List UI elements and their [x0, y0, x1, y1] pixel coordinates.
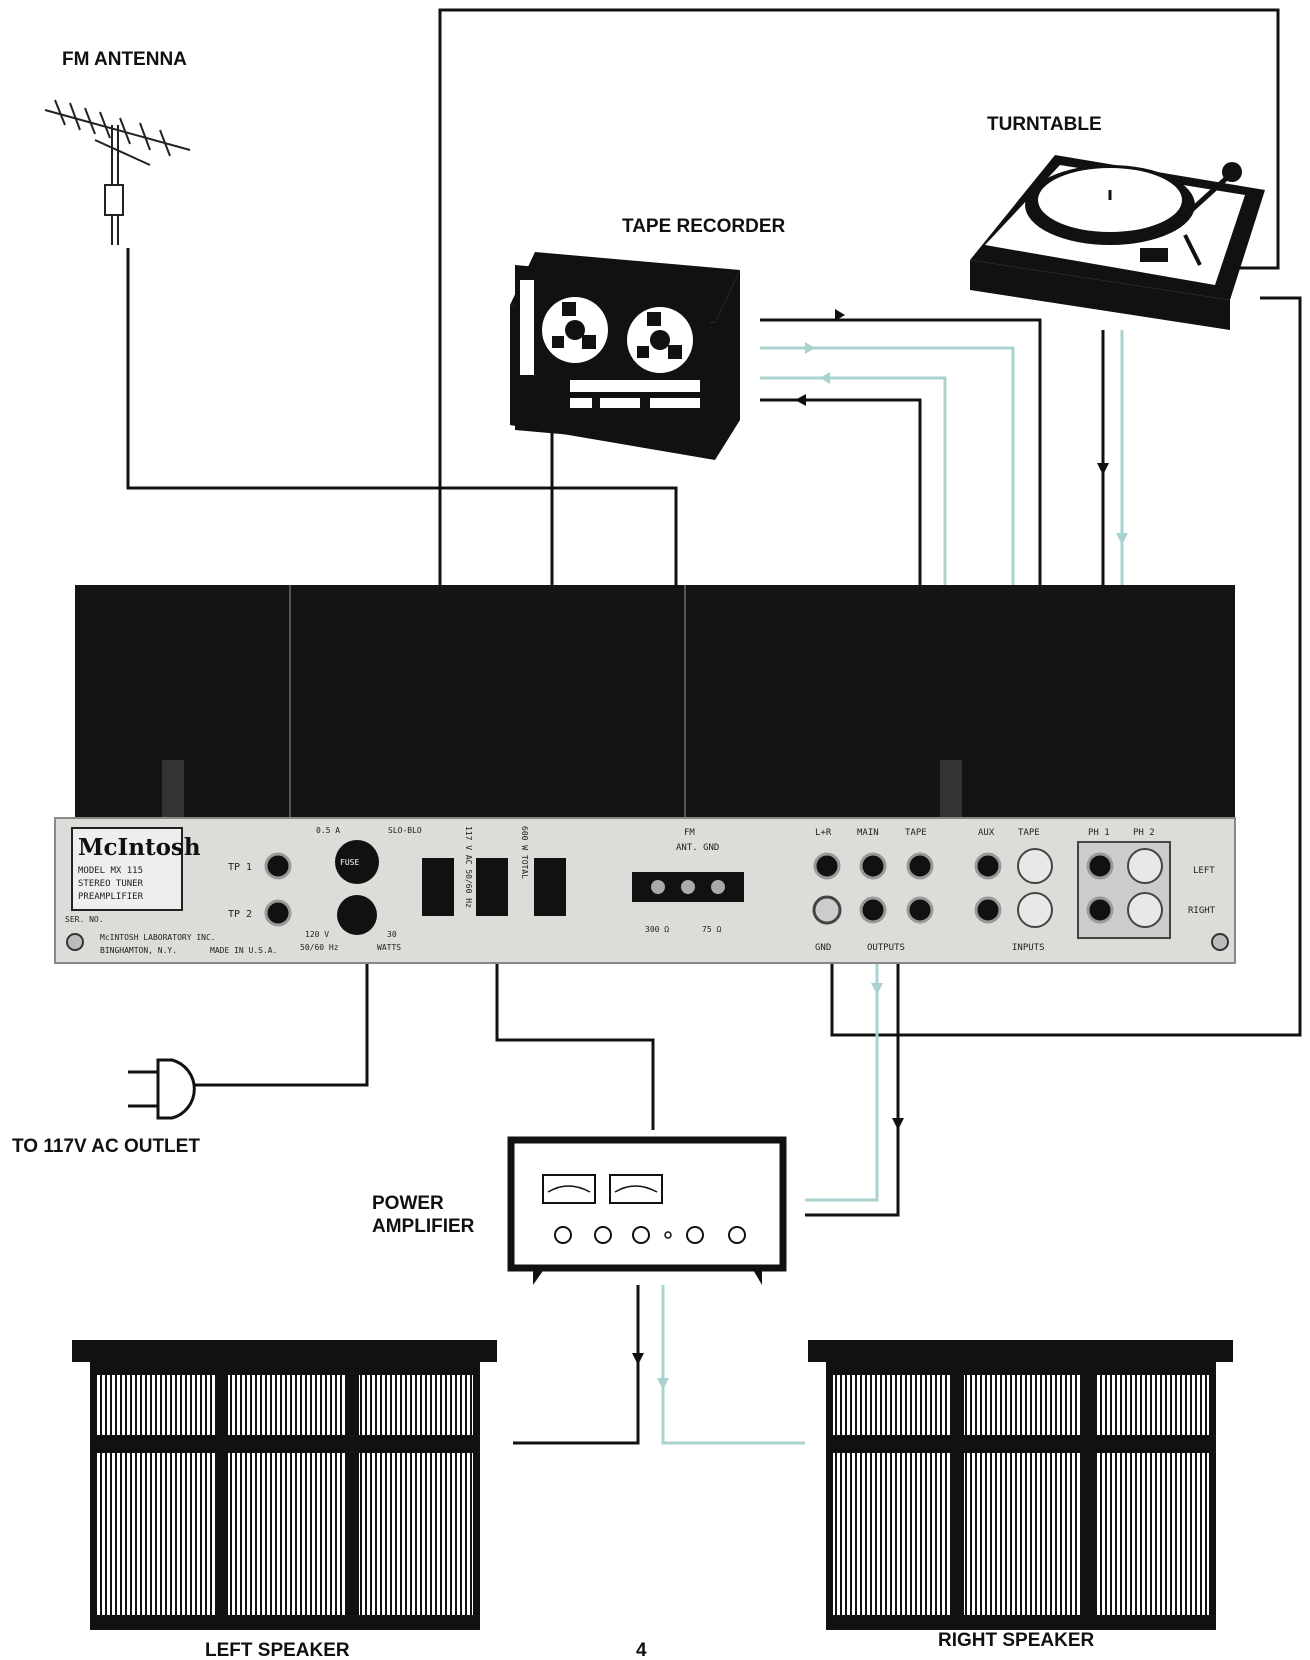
left-mount-screw-icon [66, 933, 84, 951]
tape-left-output-jack[interactable] [906, 852, 934, 880]
turntable: TURNTABLE [970, 114, 1265, 330]
gnd-terminal[interactable] [812, 895, 842, 925]
tape-reel-right-icon [627, 307, 693, 373]
power-watts-label: WATTS [377, 943, 401, 952]
power-amp-label-line1: POWER [372, 1193, 444, 1214]
tp1-jack[interactable] [264, 852, 292, 880]
lr-label: L+R [815, 828, 832, 838]
tape-in-label: TAPE [1018, 828, 1040, 838]
ac-total-label: 600 W TOTAL [520, 826, 529, 879]
power-amplifier: POWER AMPLIFIER [372, 1136, 787, 1285]
ac-plug: TO 117V AC OUTLET [12, 1058, 200, 1157]
gnd-label: GND [815, 943, 831, 953]
preamplifier-chassis [75, 585, 1235, 825]
amp-knob-icon [686, 1226, 704, 1244]
fm-terminal-label: FM [684, 828, 695, 838]
right-mount-screw-icon [1211, 933, 1229, 951]
model-line-3: PREAMPLIFIER [78, 892, 144, 902]
ph2-right-input-plug[interactable] [1127, 892, 1163, 928]
turntable-label: TURNTABLE [987, 114, 1102, 135]
ant-gnd-label: ANT. GND [676, 843, 719, 853]
vu-meter-left-icon [542, 1174, 596, 1204]
aux-right-input-jack[interactable] [974, 896, 1002, 924]
fuse-label: FUSE [340, 858, 359, 867]
tape-right-output-jack[interactable] [906, 896, 934, 924]
fm-antenna: FM ANTENNA [44, 49, 191, 245]
ohm-300-label: 300 Ω [645, 925, 669, 934]
terminal-screw-icon [711, 880, 725, 894]
ph1-label: PH 1 [1088, 828, 1110, 838]
tp2-jack[interactable] [264, 899, 292, 927]
maker-line-1: McINTOSH LABORATORY INC. [100, 933, 216, 942]
main-right-output-jack[interactable] [859, 896, 887, 924]
tape-recorder: TAPE RECORDER [510, 216, 786, 460]
ohm-75-label: 75 Ω [702, 925, 721, 934]
terminal-screw-icon [651, 880, 665, 894]
left-channel-label: LEFT [1193, 866, 1215, 876]
fuse-type-label: SLO-BLO [388, 826, 422, 835]
model-line-2: STEREO TUNER [78, 879, 144, 889]
fm-antenna-label: FM ANTENNA [62, 49, 187, 70]
tape-recorder-label: TAPE RECORDER [622, 216, 786, 237]
ac-outlet-3[interactable] [534, 858, 566, 916]
amp-knob-icon [554, 1226, 572, 1244]
amp-knob-icon [594, 1226, 612, 1244]
ac-outlet-label: TO 117V AC OUTLET [12, 1136, 200, 1157]
right-speaker-label: RIGHT SPEAKER [938, 1630, 1095, 1651]
vu-meter-right-icon [609, 1174, 663, 1204]
ac-outlet-2[interactable] [476, 858, 508, 916]
left-speaker: LEFT SPEAKER [72, 1340, 497, 1660]
fuse-rating-label: 0.5 A [316, 826, 340, 835]
amp-knob-icon [632, 1226, 650, 1244]
tape-right-input-plug[interactable] [1017, 892, 1053, 928]
page-number: 4 [636, 1640, 647, 1660]
made-in-label: MADE IN U.S.A. [210, 946, 277, 955]
ph2-left-input-plug[interactable] [1127, 848, 1163, 884]
tape-out-label: TAPE [905, 828, 927, 838]
amp-indicator-icon [664, 1231, 672, 1239]
outputs-label: OUTPUTS [867, 943, 905, 953]
rear-panel: McIntosh MODEL MX 115 STEREO TUNER PREAM… [54, 817, 1236, 964]
serial-number-label: SER. NO. [65, 915, 104, 924]
tape-left-input-plug[interactable] [1017, 848, 1053, 884]
ph1-right-input-jack[interactable] [1086, 896, 1114, 924]
arrow-icons-dark [632, 309, 1109, 1365]
left-speaker-label: LEFT SPEAKER [205, 1640, 350, 1660]
right-channel-label: RIGHT [1188, 906, 1216, 916]
arrow-icons-teal [657, 342, 1128, 1390]
aux-left-input-jack[interactable] [974, 852, 1002, 880]
power-watts-value: 30 [387, 930, 397, 939]
plug-icon [128, 1058, 196, 1120]
ph1-left-input-jack[interactable] [1086, 852, 1114, 880]
amp-knob-icon [728, 1226, 746, 1244]
power-freq-label: 50/60 Hz [300, 943, 339, 952]
power-amp-label-line2: AMPLIFIER [372, 1216, 475, 1237]
tape-reel-left-icon [542, 297, 608, 363]
main-label: MAIN [857, 828, 879, 838]
right-speaker: RIGHT SPEAKER [808, 1340, 1233, 1651]
maker-line-2: BINGHAMTON, N.Y. [100, 946, 177, 955]
terminal-screw-icon [681, 880, 695, 894]
antenna-icon [44, 99, 191, 245]
power-voltage-label: 120 V [305, 930, 329, 939]
lr-output-jack[interactable] [813, 852, 841, 880]
fuse-holder[interactable] [335, 840, 379, 884]
ac-rating-label: 117 V AC 50/60 Hz [464, 826, 473, 908]
aux-label: AUX [978, 828, 995, 838]
tp2-label: TP 2 [228, 909, 252, 920]
ac-outlet-1[interactable] [422, 858, 454, 916]
model-line-1: MODEL MX 115 [78, 866, 143, 876]
tp1-label: TP 1 [228, 862, 252, 873]
inputs-label: INPUTS [1012, 943, 1045, 953]
power-cord-grommet [337, 895, 377, 935]
brand-logo: McIntosh [78, 834, 201, 861]
main-left-output-jack[interactable] [859, 852, 887, 880]
ph2-label: PH 2 [1133, 828, 1155, 838]
